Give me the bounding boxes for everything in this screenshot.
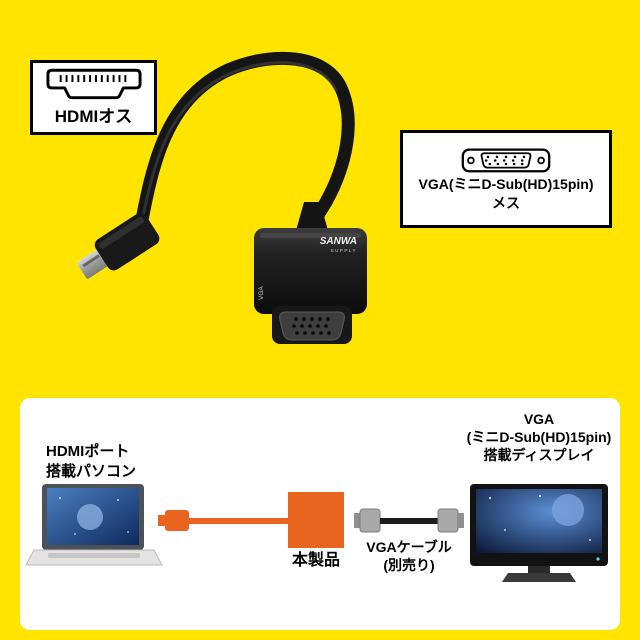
vga-cable-label-line1: VGAケーブル — [366, 539, 452, 555]
cable — [133, 51, 355, 237]
strain-relief — [295, 202, 329, 234]
display-label-line1: VGA — [523, 411, 555, 427]
vga-adapter-body: SANWA SUPPLY VGA — [254, 228, 367, 314]
usage-diagram-panel: HDMIポート 搭載パソコン VGA (ミニD-Sub(HD)15pin) 搭載… — [20, 398, 620, 630]
brand-logo: SANWA — [320, 236, 357, 247]
vga-callout-label-line2: メス — [492, 195, 520, 211]
vga-port — [272, 306, 352, 344]
display-label-line2: (ミニD-Sub(HD)15pin) — [466, 429, 612, 446]
vga-side-label: VGA — [258, 286, 265, 300]
product-label: 本製品 — [266, 551, 366, 572]
product-illustration — [158, 492, 344, 548]
vga-cable-illustration — [354, 508, 464, 533]
hdmi-plug — [77, 212, 160, 279]
pc-label-line1: HDMIポート — [46, 443, 130, 460]
vga-connector-icon — [461, 148, 551, 172]
display-label-line3: 搭載ディスプレイ — [483, 447, 595, 464]
pc-label: HDMIポート 搭載パソコン — [46, 442, 136, 481]
vga-callout-label-line1: VGA(ミニD-Sub(HD)15pin) — [418, 175, 594, 192]
pc-label-line2: 搭載パソコン — [46, 462, 137, 480]
brand-logo-sub: SUPPLY — [331, 248, 357, 253]
callout-hdmi: HDMIオス — [30, 60, 157, 135]
callout-vga: VGA(ミニD-Sub(HD)15pin) メス — [400, 130, 612, 228]
display-label: VGA (ミニD-Sub(HD)15pin) 搭載ディスプレイ — [439, 410, 639, 465]
monitor-illustration — [470, 484, 608, 582]
vga-cable-label-line2: (別売り) — [383, 557, 435, 574]
hdmi-callout-label: HDMIオス — [54, 107, 133, 127]
laptop-illustration — [25, 484, 163, 566]
usage-diagram-graphics — [25, 484, 608, 582]
product-photo: SANWA SUPPLY VGA — [77, 51, 367, 344]
vga-cable-label: VGAケーブル (別売り) — [359, 538, 459, 574]
hdmi-connector-icon — [45, 69, 142, 100]
product-label-text: 本製品 — [291, 552, 340, 569]
